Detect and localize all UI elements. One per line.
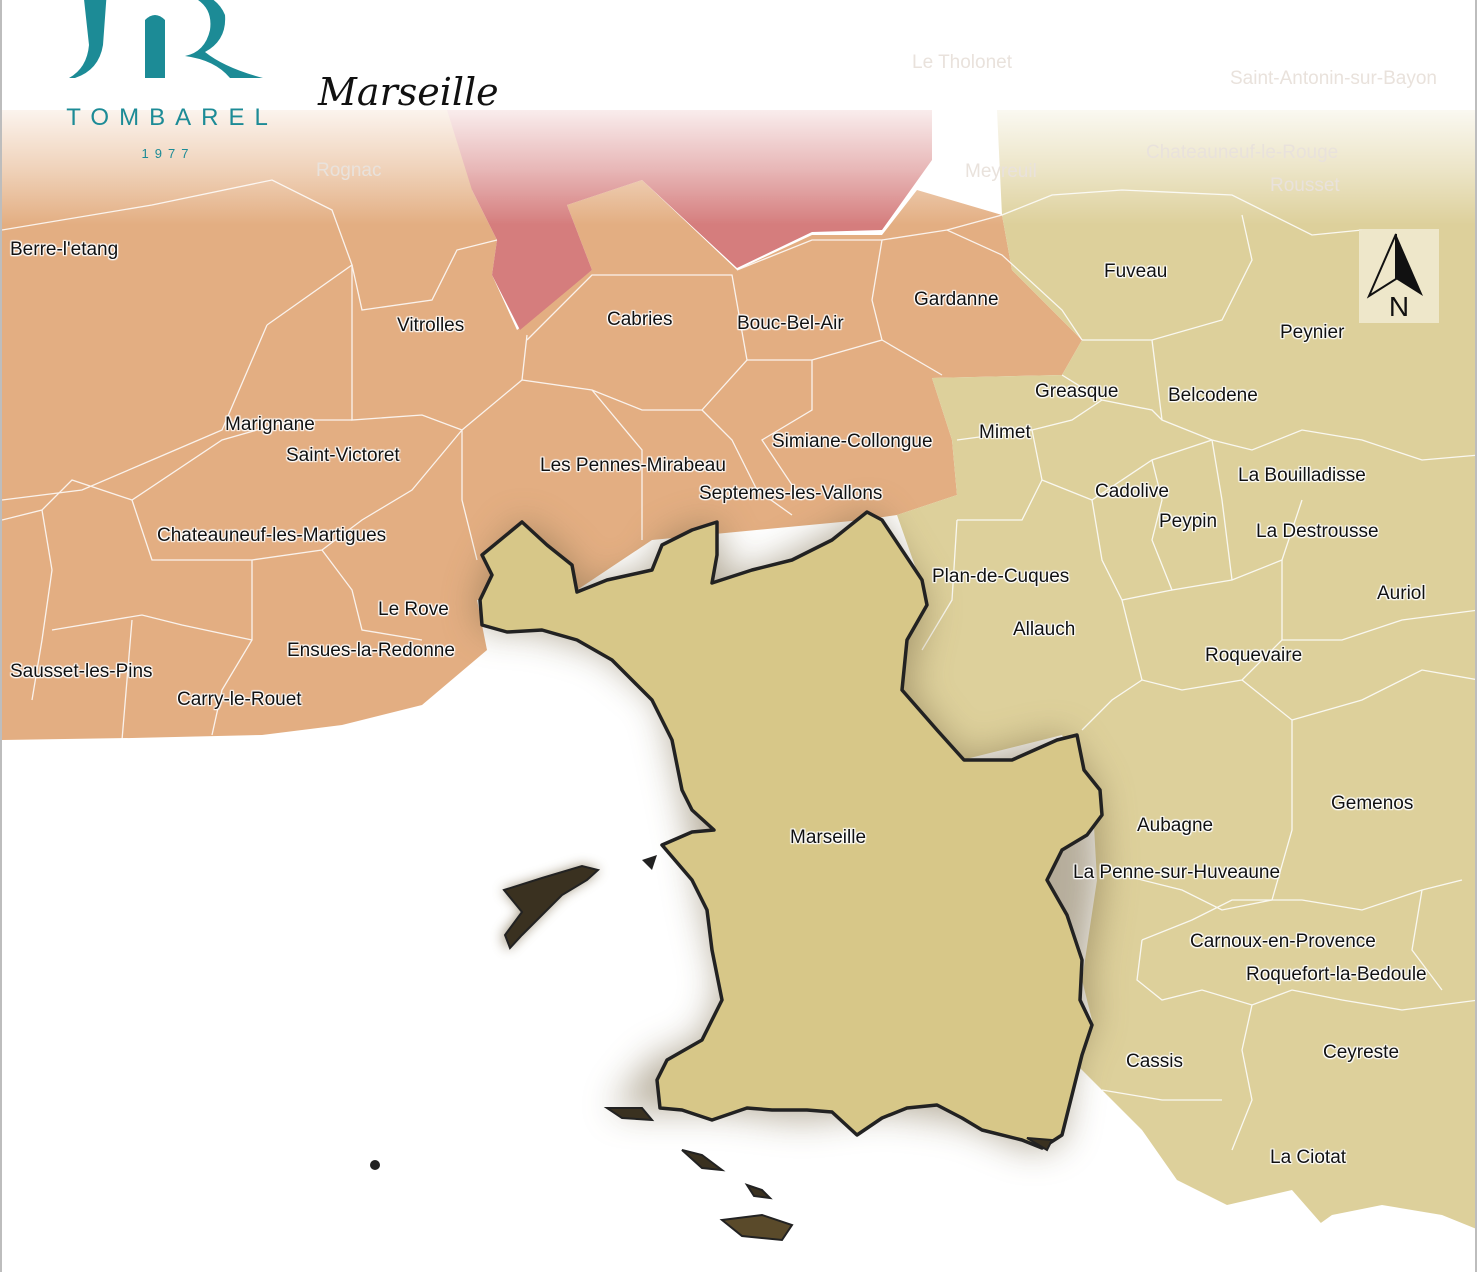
commune-label-cabries[interactable]: Cabries — [607, 309, 673, 330]
commune-label-simiane-collongue[interactable]: Simiane-Collongue — [772, 431, 933, 452]
north-arrow: N — [1359, 229, 1439, 323]
commune-label-vitrolles[interactable]: Vitrolles — [397, 315, 465, 336]
riou-islands — [370, 1107, 1054, 1242]
commune-label-septemes-les-vallons[interactable]: Septemes-les-Vallons — [699, 483, 883, 504]
west-zone — [2, 110, 1082, 740]
commune-label-plan-de-cuques[interactable]: Plan-de-Cuques — [932, 566, 1070, 587]
commune-label-chateauneuf-les-martigues[interactable]: Chateauneuf-les-Martigues — [157, 525, 387, 546]
logo-mark-icon — [69, 0, 263, 78]
commune-label-mimet[interactable]: Mimet — [979, 422, 1031, 443]
commune-label-marignane[interactable]: Marignane — [225, 414, 315, 435]
commune-label-ceyreste[interactable]: Ceyreste — [1323, 1042, 1400, 1063]
map-title: Marseille — [318, 70, 499, 114]
faded-label-meyreuil: Meyreuil — [965, 161, 1037, 182]
commune-label-sausset-les-pins[interactable]: Sausset-les-Pins — [10, 661, 153, 682]
commune-label-carnoux-en-provence[interactable]: Carnoux-en-Provence — [1190, 931, 1376, 952]
commune-label-berre-l-etang[interactable]: Berre-l'etang — [10, 239, 119, 260]
commune-label-roquevaire[interactable]: Roquevaire — [1205, 645, 1303, 666]
commune-label-bouc-bel-air[interactable]: Bouc-Bel-Air — [737, 313, 844, 334]
commune-label-la-destrousse[interactable]: La Destrousse — [1256, 521, 1379, 542]
commune-label-ensues-la-redonne[interactable]: Ensues-la-Redonne — [287, 640, 455, 661]
frioul-islands — [502, 855, 657, 950]
north-letter: N — [1388, 291, 1410, 322]
brand-name: TOMBAREL — [66, 104, 278, 131]
faded-label-rognac: Rognac — [316, 160, 382, 181]
commune-label-cassis[interactable]: Cassis — [1126, 1051, 1184, 1072]
commune-label-allauch[interactable]: Allauch — [1013, 619, 1076, 640]
commune-label-la-bouilladisse[interactable]: La Bouilladisse — [1238, 465, 1366, 486]
commune-label-fuveau[interactable]: Fuveau — [1104, 261, 1168, 282]
ciotat-bay — [1292, 1205, 1475, 1272]
commune-label-greasque[interactable]: Greasque — [1035, 381, 1119, 402]
commune-label-marseille[interactable]: Marseille — [790, 827, 867, 848]
commune-label-cadolive[interactable]: Cadolive — [1095, 481, 1169, 502]
tombarel-logo: TOMBAREL 1977 — [57, 0, 287, 170]
commune-label-carry-le-rouet[interactable]: Carry-le-Rouet — [177, 689, 302, 710]
faded-label-chateauneuf-le-rouge: Chateauneuf-le-Rouge — [1146, 142, 1339, 163]
commune-label-la-ciotat[interactable]: La Ciotat — [1270, 1147, 1347, 1168]
commune-label-roquefort-la-bedoule[interactable]: Roquefort-la-Bedoule — [1246, 964, 1427, 985]
commune-label-auriol[interactable]: Auriol — [1377, 583, 1426, 604]
commune-label-peypin[interactable]: Peypin — [1159, 511, 1218, 532]
commune-label-peynier[interactable]: Peynier — [1280, 322, 1345, 343]
commune-label-les-pennes-mirabeau[interactable]: Les Pennes-Mirabeau — [540, 455, 726, 476]
brand-year: 1977 — [141, 146, 195, 161]
commune-boundaries — [2, 179, 1475, 1151]
east-zone — [897, 110, 1475, 1272]
commune-label-le-rove[interactable]: Le Rove — [378, 599, 449, 620]
faded-label-saint-antonin-sur-bayon: Saint-Antonin-sur-Bayon — [1230, 68, 1437, 89]
faded-label-rousset: Rousset — [1270, 175, 1340, 196]
commune-label-gemenos[interactable]: Gemenos — [1331, 793, 1414, 814]
commune-label-la-penne-sur-huveaune[interactable]: La Penne-sur-Huveaune — [1073, 862, 1281, 883]
commune-label-saint-victoret[interactable]: Saint-Victoret — [286, 445, 400, 466]
commune-label-aubagne[interactable]: Aubagne — [1137, 815, 1214, 836]
commune-label-belcodene[interactable]: Belcodene — [1168, 385, 1258, 406]
faded-label-le-tholonet: Le Tholonet — [912, 52, 1013, 73]
north-arrow-icon — [1366, 233, 1423, 299]
commune-label-gardanne[interactable]: Gardanne — [914, 289, 999, 310]
